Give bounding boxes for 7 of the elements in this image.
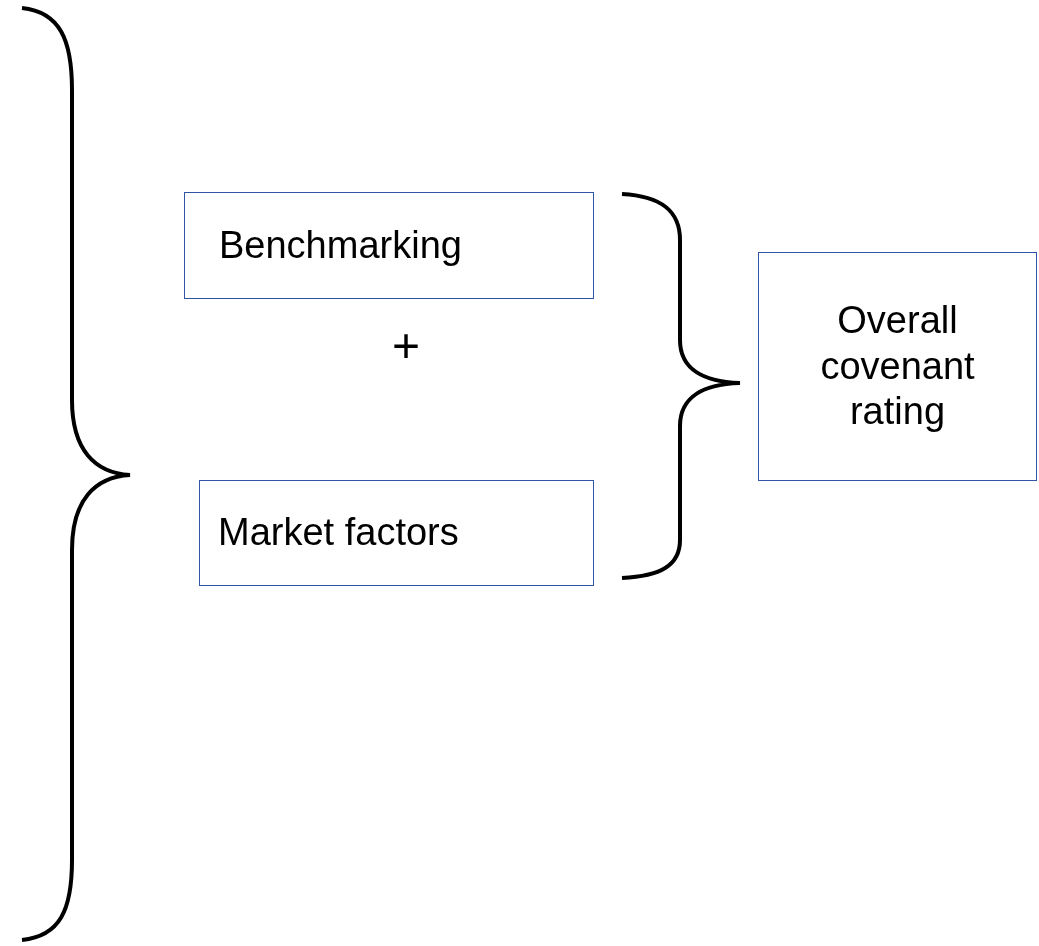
text-box [199, 480, 594, 586]
box-label: Market factors [218, 510, 459, 556]
box-label: Overall covenant rating [819, 298, 976, 435]
text-box [758, 252, 1037, 481]
box-label: Benchmarking [219, 222, 462, 268]
plus-sign: + [392, 318, 421, 373]
text-box [184, 192, 594, 299]
